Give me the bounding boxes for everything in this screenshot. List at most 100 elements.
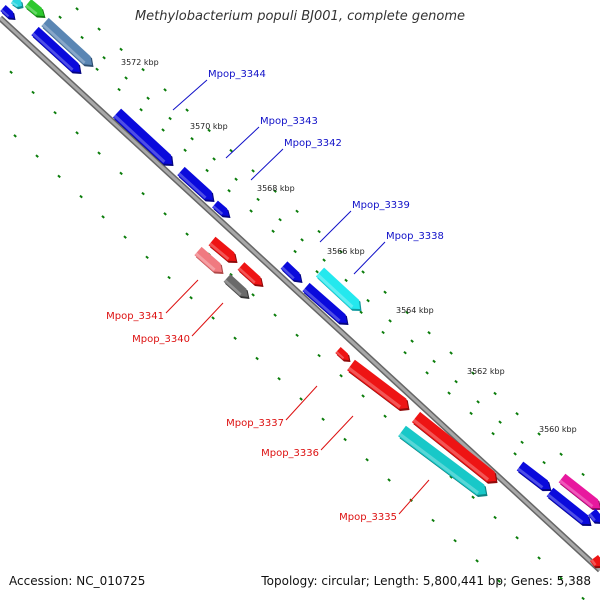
tick-dot: [410, 339, 414, 343]
leader-line: [285, 385, 318, 421]
tick-dot: [273, 189, 277, 193]
tick-dot: [317, 353, 321, 358]
gene-arrow: [208, 236, 236, 261]
gene-label[interactable]: Mpop_3336: [261, 448, 319, 459]
gene-label[interactable]: Mpop_3343: [260, 116, 318, 127]
tick-dot: [295, 209, 299, 214]
tick-dot: [189, 296, 193, 300]
tick-dot: [361, 270, 365, 274]
tick-dot: [315, 269, 319, 274]
tick-dot: [102, 56, 106, 60]
tick-dot: [229, 148, 233, 153]
tick-dot: [255, 356, 259, 361]
tick-dot: [58, 15, 62, 20]
tick-dot: [449, 351, 453, 355]
tick-dot: [249, 209, 253, 213]
leader-line: [172, 79, 208, 111]
gene-arrow: [588, 508, 600, 522]
gene-arrow-highlight: [347, 366, 401, 409]
tick-dot: [431, 518, 435, 523]
gene-arrow: [212, 200, 229, 216]
gene-arrow: [223, 274, 248, 297]
tick-dot: [537, 556, 541, 560]
tick-dot: [475, 559, 479, 563]
tick-dot: [251, 293, 255, 297]
gene-label[interactable]: Mpop_3339: [352, 200, 410, 211]
gene-arrow: [31, 26, 80, 72]
gene-arrow: [546, 487, 590, 524]
gene-arrow-highlight: [559, 479, 594, 508]
tick-dot: [322, 258, 326, 262]
gene-label[interactable]: Mpop_3337: [226, 418, 284, 429]
tick-dot: [383, 414, 387, 419]
tick-dot: [542, 460, 546, 465]
gene-arrow-highlight: [412, 418, 490, 481]
tick-dot: [167, 275, 171, 280]
tick-dot: [339, 250, 343, 254]
tick-dot: [271, 229, 275, 233]
gene-label[interactable]: Mpop_3342: [284, 138, 342, 149]
tick-dot: [97, 27, 101, 31]
tick-dot: [293, 249, 297, 254]
tick-dot: [211, 316, 215, 320]
genome-backbone: [0, 15, 600, 573]
gene-label[interactable]: Mpop_3341: [106, 311, 164, 322]
tick-dot: [361, 394, 365, 398]
tick-dot: [75, 7, 79, 11]
tick-dot: [79, 194, 83, 199]
forward-gene-labels: Mpop_3344 Mpop_3343 Mpop_3342 Mpop_3339 …: [208, 69, 444, 242]
tick-dot: [95, 67, 99, 72]
tick-dot: [537, 432, 541, 436]
gene-features: [0, 0, 600, 569]
gene-arrow: [0, 5, 14, 18]
tick-dot: [388, 319, 392, 323]
gene-label[interactable]: Mpop_3338: [386, 231, 444, 242]
tick-dot: [515, 411, 519, 416]
tick-dot: [359, 310, 363, 314]
gene-label[interactable]: Mpop_3340: [132, 334, 190, 345]
tick-dot: [317, 229, 321, 234]
tick-dot: [454, 379, 458, 384]
gene-arrow: [335, 347, 349, 360]
tick-label: 3564 kbp: [396, 306, 434, 315]
tick-dot: [471, 371, 475, 375]
leader-line: [319, 210, 352, 243]
gene-arrow-highlight: [238, 267, 256, 284]
tick-dot: [520, 440, 524, 445]
tick-dot: [339, 374, 343, 378]
tick-dot: [476, 400, 480, 404]
gene-arrow: [112, 108, 172, 164]
leader-line: [191, 302, 224, 337]
gene-arrow-highlight: [547, 493, 584, 524]
tick-dot: [190, 136, 194, 141]
tick-dot: [185, 232, 189, 236]
tick-dot: [277, 377, 281, 381]
tick-dot: [453, 538, 457, 543]
tick-dot: [581, 596, 585, 600]
tick-dot: [168, 116, 172, 121]
gene-arrow-highlight: [212, 205, 224, 215]
gene-label[interactable]: Mpop_3344: [208, 69, 266, 80]
tick-dot: [163, 88, 167, 92]
tick-dot: [97, 151, 101, 155]
tick-dot: [366, 298, 370, 303]
tick-dot: [300, 238, 304, 242]
tick-dot: [207, 128, 211, 133]
gene-arrow-highlight: [11, 1, 19, 7]
gene-arrow-highlight: [41, 23, 86, 64]
tick-dot: [449, 475, 453, 479]
tick-dot: [493, 515, 497, 520]
gene-arrow: [177, 166, 213, 200]
leader-line: [353, 241, 386, 275]
gene-arrow-highlight: [335, 351, 345, 359]
tick-label: 3560 kbp: [539, 425, 577, 434]
reverse-gene-labels: Mpop_3341 Mpop_3340 Mpop_3337 Mpop_3336 …: [106, 311, 397, 523]
leader-line: [225, 126, 260, 159]
tick-dot: [387, 478, 391, 482]
gene-arrow-highlight: [281, 266, 295, 280]
tick-dot: [141, 67, 145, 72]
tick-dot: [13, 134, 17, 138]
tick-dot: [273, 313, 277, 317]
gene-arrow: [558, 473, 600, 508]
gene-label[interactable]: Mpop_3335: [339, 512, 397, 523]
